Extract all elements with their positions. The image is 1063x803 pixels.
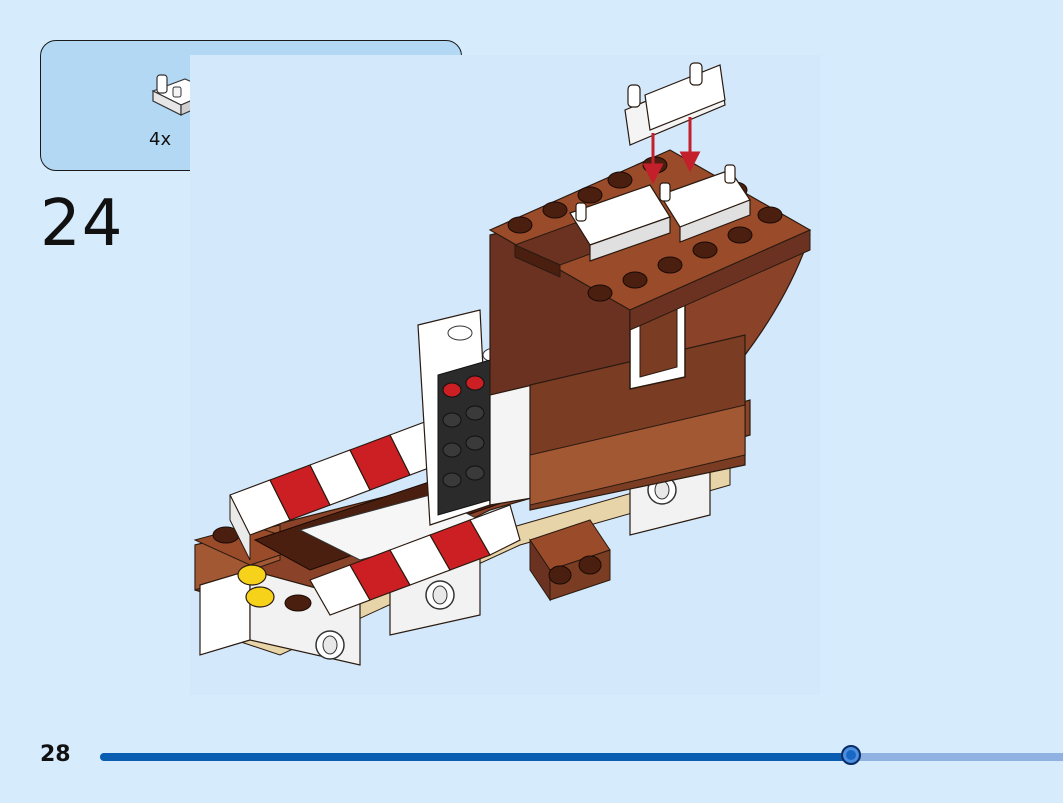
progress-bar-fill xyxy=(100,753,852,761)
page-number: 28 xyxy=(40,742,71,767)
progress-handle[interactable] xyxy=(841,745,862,765)
parts-qty-clip-plate: 4x xyxy=(149,129,172,150)
step-number: 24 xyxy=(40,187,124,261)
build-illustration xyxy=(190,55,820,695)
progress-bar xyxy=(100,745,1063,765)
pirate-ship-build-icon xyxy=(190,55,820,695)
